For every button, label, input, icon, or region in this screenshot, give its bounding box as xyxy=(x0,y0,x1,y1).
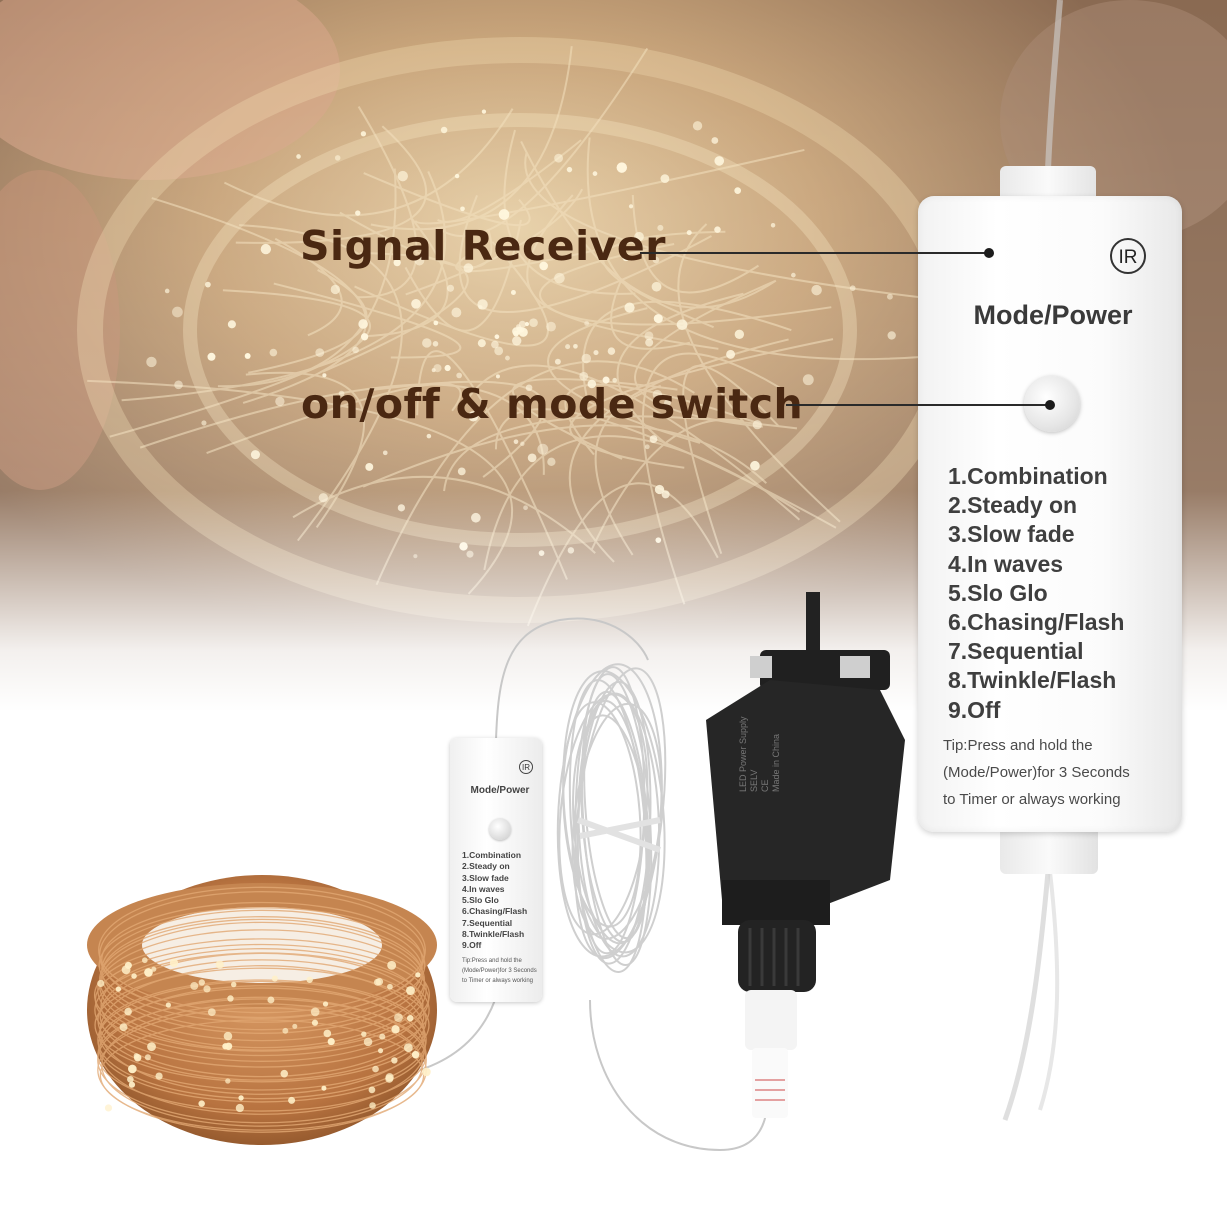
controller-tip: Tip:Press and hold the (Mode/Power)for 3… xyxy=(943,732,1179,813)
mini-mode-item: 1.Combination xyxy=(462,850,522,860)
tip-line: Tip:Press and hold the xyxy=(943,737,1093,754)
mode-item: 1.Combination xyxy=(948,463,1108,489)
adapter-label-line: SELV xyxy=(749,769,759,792)
mode-list: 1.Combination 2.Steady on 3.Slow fade 4.… xyxy=(948,462,1124,725)
mode-item: 3.Slow fade xyxy=(948,521,1075,548)
adapter-label-line: CE xyxy=(760,779,770,792)
signal-receiver-callout: Signal Receiver xyxy=(300,222,666,270)
mode-switch-pointer-dot xyxy=(1045,400,1055,410)
mini-tip-line: Tip:Press and hold the xyxy=(462,958,522,964)
mini-tip-line: (Mode/Power)for 3 Seconds xyxy=(462,968,537,974)
mode-item: 7.Sequential xyxy=(948,638,1084,665)
controller-title: Mode/Power xyxy=(973,300,1133,330)
mini-ir-icon: IR xyxy=(519,760,533,774)
adapter-label: LED Power Supply SELV CE Made in China xyxy=(738,602,782,792)
adapter-label-line: Made in China xyxy=(771,733,781,792)
mini-mode-item: 6.Chasing/Flash xyxy=(462,906,528,917)
mini-mode-list: 1.Combination 2.Steady on 3.Slow fade 4.… xyxy=(462,850,527,952)
mode-switch-callout: on/off & mode switch xyxy=(301,380,804,428)
tip-line: (Mode/Power)for 3 Seconds xyxy=(943,764,1130,781)
mini-mode-item: 2.Steady on xyxy=(462,861,510,872)
mode-item: 9.Off xyxy=(948,696,1001,723)
mode-item: 8.Twinkle/Flash xyxy=(948,667,1117,694)
controller-cable-cap-top xyxy=(1000,166,1096,200)
ir-icon: IR xyxy=(1110,238,1146,274)
mode-item: 5.Slo Glo xyxy=(948,579,1048,606)
mini-mode-item: 3.Slow fade xyxy=(462,872,509,883)
mode-switch-leader-line xyxy=(786,404,1050,406)
signal-receiver-leader-line xyxy=(640,252,988,254)
mode-item: 2.Steady on xyxy=(948,492,1078,519)
mini-mode-item: 8.Twinkle/Flash xyxy=(462,929,525,940)
controller-cable-cap-bottom xyxy=(1000,828,1098,874)
mini-controller-body xyxy=(450,738,542,1002)
signal-receiver-pointer-dot xyxy=(984,248,994,258)
adapter-label-line: LED Power Supply xyxy=(738,716,748,792)
mode-item: 6.Chasing/Flash xyxy=(948,609,1125,636)
mini-mode-item: 7.Sequential xyxy=(462,917,513,928)
mini-mode-power-button[interactable] xyxy=(489,818,511,840)
mini-tip-line: to Timer or always working xyxy=(462,978,534,984)
mode-item: 4.In waves xyxy=(948,550,1064,577)
controller-body xyxy=(918,196,1182,832)
mini-mode-item: 5.Slo Glo xyxy=(462,895,499,906)
mini-mode-item: 4.In waves xyxy=(462,883,505,894)
tip-line: to Timer or always working xyxy=(943,791,1121,808)
mini-mode-item: 9.Off xyxy=(462,940,482,951)
mini-controller-title: Mode/Power xyxy=(470,785,530,796)
mini-controller-tip: Tip:Press and hold the (Mode/Power)for 3… xyxy=(462,956,546,986)
